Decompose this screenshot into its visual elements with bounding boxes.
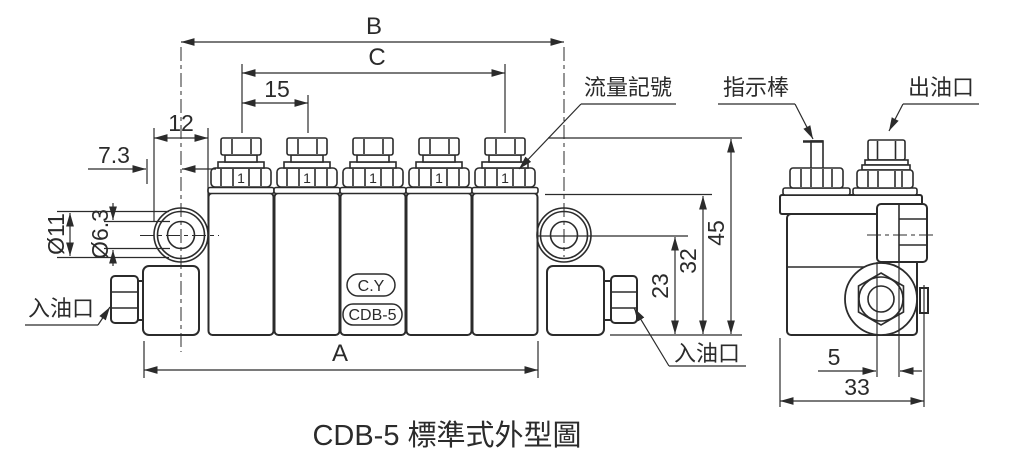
neck-right xyxy=(538,307,547,330)
dim-b: B xyxy=(181,13,564,46)
callout-inlet-right: 入油口 xyxy=(633,307,746,367)
manifold-body xyxy=(110,192,638,336)
dim-inlet-offset-label: 7.3 xyxy=(98,142,130,168)
washer xyxy=(603,280,612,321)
dim-lug-od-label: 12 xyxy=(168,110,194,136)
dim-c-label: C xyxy=(368,44,385,71)
metering-unit-4: 1 xyxy=(405,137,473,195)
callout-flow-mark: 流量記號 xyxy=(518,75,676,170)
model-text: CDB-5 xyxy=(348,307,396,324)
callouts: 流量記號 指示棒 出油口 入油口 入油口 xyxy=(25,75,979,367)
side-plate-left xyxy=(782,187,851,196)
inlet-fitting-left xyxy=(110,275,144,324)
side-view xyxy=(779,139,937,336)
metering-unit-3: 1 xyxy=(339,137,407,195)
model-badge: CDB-5 xyxy=(342,303,403,326)
callout-outlet: 出油口 xyxy=(888,75,979,132)
dim-height-32: 32 xyxy=(675,196,707,334)
dim-hole-inner: Ø6.3 xyxy=(87,203,117,266)
callout-inlet-right-label: 入油口 xyxy=(674,341,740,366)
outlet-nut xyxy=(856,169,914,189)
dim-height-45-label: 45 xyxy=(703,220,729,246)
dim-a-label: A xyxy=(332,340,348,367)
dim-inlet-offset: 7.3 xyxy=(88,142,216,173)
dim-side-5-label: 5 xyxy=(828,344,841,370)
drawing-title: CDB-5 標準式外型圖 xyxy=(312,419,581,452)
side-boss xyxy=(844,262,918,336)
dim-pitch: 15 xyxy=(242,76,308,107)
callout-indicator-rod-label: 指示棒 xyxy=(723,75,789,100)
side-plate-right xyxy=(852,187,918,196)
metering-unit-2: 1 xyxy=(273,137,341,195)
dim-hole-outer: Ø11 xyxy=(43,213,74,256)
callout-flow-mark-label: 流量記號 xyxy=(584,75,672,100)
hex-nut xyxy=(610,275,638,324)
flow-mark: 1 xyxy=(435,170,443,186)
brand-badge: C.Y xyxy=(346,273,396,297)
side-right-block xyxy=(876,203,928,263)
dim-pitch-label: 15 xyxy=(264,76,290,102)
callout-inlet-left-label: 入油口 xyxy=(28,296,94,321)
callout-outlet-label: 出油口 xyxy=(908,75,974,100)
dim-b-label: B xyxy=(366,13,382,40)
flow-mark: 1 xyxy=(303,170,311,186)
metering-units: 1 1 1 xyxy=(207,137,539,195)
dim-side-33-label: 33 xyxy=(844,374,870,400)
indicator-rod xyxy=(810,140,824,170)
dimensions: B C 15 12 7.3 Ø11 xyxy=(43,13,925,407)
front-view: 1 1 1 xyxy=(110,137,638,336)
inlet-fitting-right xyxy=(603,275,638,324)
dim-hole-outer-label: Ø11 xyxy=(43,213,69,255)
hex-nut xyxy=(110,275,139,324)
metering-unit-1: 1 xyxy=(207,137,275,195)
dim-side-33: 33 xyxy=(780,374,924,405)
dim-a: A xyxy=(144,340,538,374)
callout-inlet-left: 入油口 xyxy=(25,296,111,326)
brand-text: C.Y xyxy=(358,278,385,295)
manifold-segment xyxy=(273,192,341,336)
dim-lug-od: 12 xyxy=(154,110,208,142)
end-block-left xyxy=(142,265,200,336)
outlet-fitting xyxy=(856,139,914,189)
dim-c: C xyxy=(242,44,505,77)
end-block-right xyxy=(546,265,605,336)
flow-mark: 1 xyxy=(501,170,509,186)
manifold-segment xyxy=(471,192,539,336)
dim-height-23-label: 23 xyxy=(647,273,673,299)
flow-mark: 1 xyxy=(237,170,245,186)
dim-height-45: 45 xyxy=(703,139,735,334)
dim-hole-inner-label: Ø6.3 xyxy=(87,209,113,259)
indicator-assembly xyxy=(789,140,844,189)
dim-height-23: 23 xyxy=(647,237,679,334)
manifold-segment xyxy=(207,192,275,336)
outlet-hex-cap xyxy=(867,139,906,161)
dim-side-5: 5 xyxy=(818,344,922,375)
dim-height-32-label: 32 xyxy=(675,248,701,274)
indicator-nut xyxy=(789,167,844,189)
callout-indicator-rod: 指示棒 xyxy=(718,75,814,140)
metering-unit-5: 1 xyxy=(471,137,539,195)
flow-mark: 1 xyxy=(369,170,377,186)
manifold-segment xyxy=(405,192,473,336)
